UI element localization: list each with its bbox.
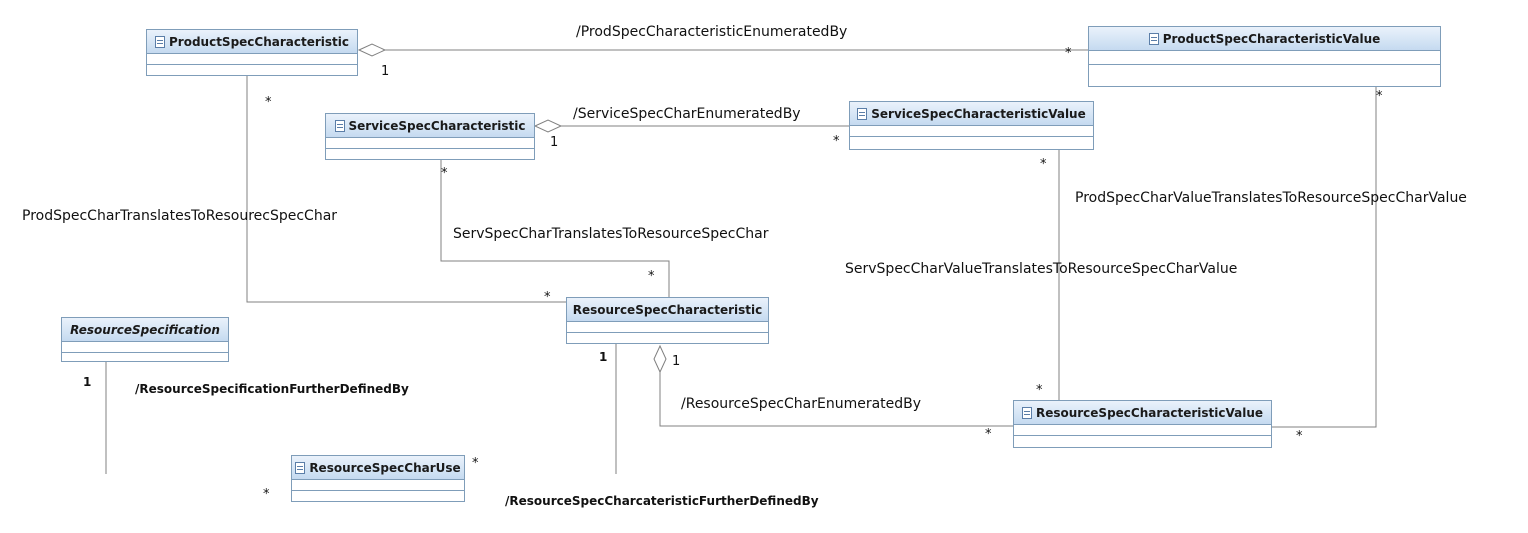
operations-compartment	[850, 137, 1093, 147]
multiplicity: *	[833, 134, 840, 149]
class-icon	[154, 35, 165, 48]
operations-compartment	[147, 65, 357, 75]
class-icon	[857, 107, 868, 120]
operations-compartment	[567, 333, 768, 343]
class-icon	[1021, 406, 1032, 419]
aggregation-diamond-prod	[357, 43, 387, 57]
class-resource-spec-characteristic-value[interactable]: ResourceSpecCharacteristicValue	[1013, 400, 1272, 448]
attributes-compartment	[292, 480, 464, 491]
association-label-service-enumerated: /ServiceSpecCharEnumeratedBy	[573, 106, 801, 122]
association-label-prod-enumerated: /ProdSpecCharacteristicEnumeratedBy	[576, 24, 848, 40]
class-title: ServiceSpecCharacteristic	[348, 118, 526, 133]
class-service-spec-characteristic-value[interactable]: ServiceSpecCharacteristicValue	[849, 101, 1094, 150]
class-title: ProductSpecCharacteristic	[168, 34, 349, 49]
class-title: ResourceSpecCharacteristic	[572, 302, 763, 317]
operations-compartment	[1014, 436, 1271, 446]
association-label-serv-translates: ServSpecCharTranslatesToResourceSpecChar	[453, 226, 769, 242]
aggregation-diamond-service	[533, 119, 563, 133]
multiplicity: *	[1376, 89, 1383, 104]
association-line-serv-translates	[440, 160, 670, 297]
operations-compartment	[326, 149, 534, 159]
operations-compartment	[292, 491, 464, 501]
multiplicity: 1	[83, 375, 92, 389]
multiplicity: *	[263, 487, 270, 502]
class-title: ResourceSpecCharUse	[309, 460, 461, 475]
class-product-spec-characteristic-value[interactable]: ProductSpecCharacteristicValue	[1088, 26, 1441, 87]
operations-compartment	[1089, 65, 1440, 75]
multiplicity: *	[265, 95, 272, 110]
multiplicity: 1	[599, 350, 608, 364]
multiplicity: *	[1065, 46, 1072, 61]
association-label-resource-enumerated: /ResourceSpecCharEnumeratedBy	[681, 396, 922, 412]
multiplicity: 1	[672, 354, 681, 369]
multiplicity: *	[1296, 429, 1303, 444]
multiplicity: *	[544, 290, 551, 305]
multiplicity: *	[1040, 157, 1047, 172]
association-label-resource-spec-further: /ResourceSpecificationFurtherDefinedBy	[135, 382, 409, 396]
class-icon	[295, 461, 306, 474]
class-title: ServiceSpecCharacteristicValue	[871, 106, 1086, 121]
attributes-compartment	[62, 342, 228, 353]
attributes-compartment	[326, 138, 534, 149]
class-resource-specification[interactable]: ResourceSpecification	[61, 317, 229, 362]
multiplicity: *	[985, 427, 992, 442]
class-resource-spec-char-use[interactable]: ResourceSpecCharUse	[291, 455, 465, 502]
multiplicity: *	[472, 456, 479, 471]
association-label-serv-value-translates: ServSpecCharValueTranslatesToResourceSpe…	[845, 261, 1238, 277]
class-icon	[334, 119, 345, 132]
multiplicity: *	[1036, 383, 1043, 398]
attributes-compartment	[850, 126, 1093, 137]
class-title: ProductSpecCharacteristicValue	[1162, 31, 1381, 46]
association-line-resource-enumerated	[659, 372, 1013, 427]
multiplicity: 1	[550, 135, 559, 150]
association-line-prod-translates	[246, 76, 566, 303]
multiplicity: *	[441, 166, 448, 181]
class-icon	[1148, 32, 1159, 45]
multiplicity: *	[648, 269, 655, 284]
attributes-compartment	[1014, 425, 1271, 436]
class-title: ResourceSpecification	[70, 322, 220, 337]
class-title: ResourceSpecCharacteristicValue	[1035, 405, 1264, 420]
operations-compartment	[62, 353, 228, 363]
attributes-compartment	[1089, 51, 1440, 65]
multiplicity: 1	[381, 64, 390, 79]
class-resource-spec-characteristic[interactable]: ResourceSpecCharacteristic	[566, 297, 769, 344]
class-service-spec-characteristic[interactable]: ServiceSpecCharacteristic	[325, 113, 535, 160]
attributes-compartment	[147, 54, 357, 65]
attributes-compartment	[567, 322, 768, 333]
association-line-prod-value-translates	[1271, 87, 1377, 428]
association-label-prod-translates: ProdSpecCharTranslatesToResourecSpecChar	[22, 208, 338, 224]
class-product-spec-characteristic[interactable]: ProductSpecCharacteristic	[146, 29, 358, 76]
aggregation-diamond-resource	[653, 344, 667, 374]
association-label-resource-char-further: /ResourceSpecCharcateristicFurtherDefine…	[505, 494, 819, 508]
association-label-prod-value-translates: ProdSpecCharValueTranslatesToResourceSpe…	[1075, 190, 1467, 206]
